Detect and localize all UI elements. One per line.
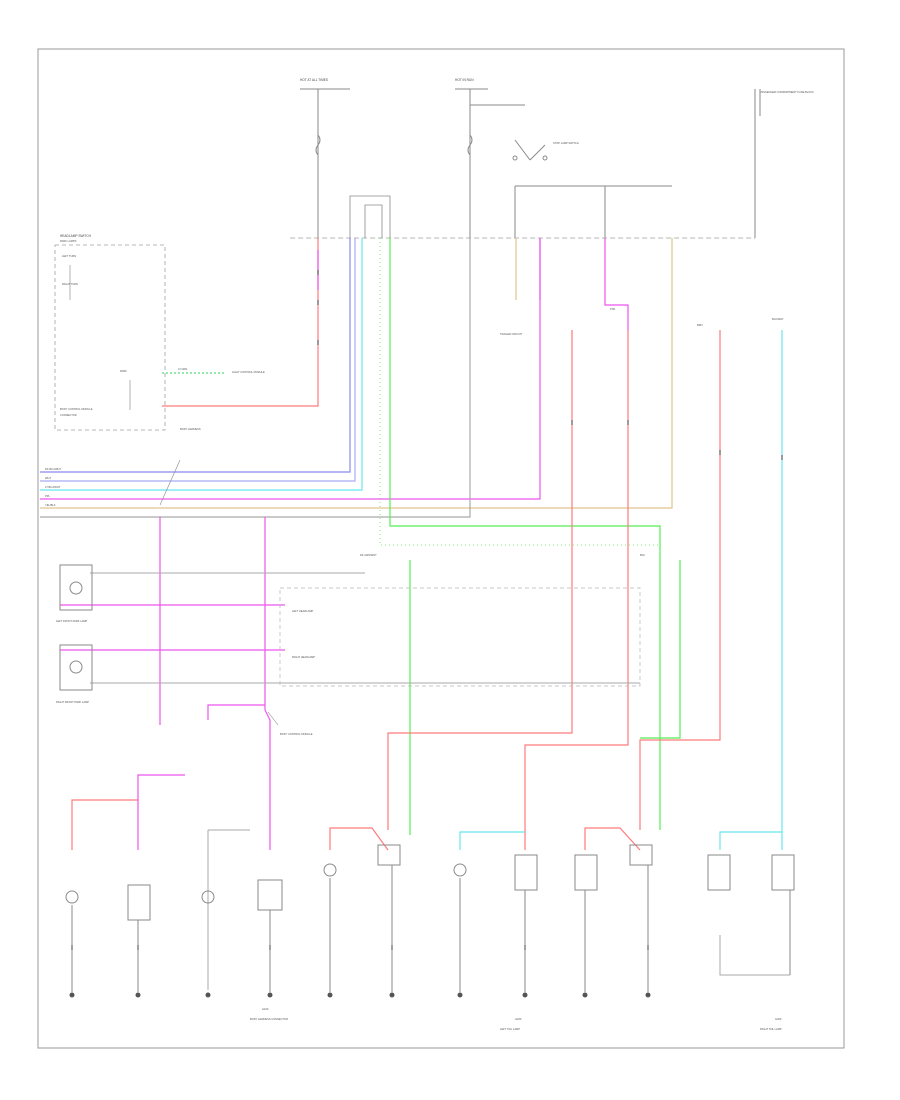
trailer-label: TRAILER CIRCUIT — [500, 332, 523, 336]
cyan-wire-2 — [719, 831, 782, 850]
pink-wires-top — [317, 238, 629, 330]
right-label-pnk: PNK — [610, 307, 616, 311]
left-front-park-lamp: LEFT FRONT PARK LAMP — [56, 564, 93, 623]
stop-lamp-switch-icon — [512, 139, 548, 161]
ground-label-g2: G200 — [515, 1017, 522, 1021]
box-item-1: LEFT TURN — [62, 254, 76, 258]
headlamp-switch-box: HEADLAMP SWITCH PARK LAMPS LEFT TURN RIG… — [54, 234, 166, 431]
gray-wires — [90, 572, 790, 990]
mid-label-1: DK GRN/WHT — [360, 553, 377, 557]
top-feed-wires — [300, 88, 761, 238]
fuse-icons — [315, 134, 473, 156]
ground-drops — [71, 865, 791, 992]
box-sub: PARK LAMPS — [60, 239, 77, 243]
green-wire-main — [389, 238, 661, 830]
box-item-5: CONNECTOR — [60, 413, 77, 417]
red-wire-7 — [584, 827, 641, 851]
left-ground-note: BODY HARNESS CONNECTOR — [250, 1017, 288, 1021]
pink-wires-lower — [60, 517, 285, 850]
lt-green-label: LT GRN — [178, 367, 187, 371]
box-title: HEADLAMP SWITCH — [60, 234, 92, 238]
loop-wire-2 — [364, 204, 383, 238]
light-module-label: LIGHT CONTROL MODULE — [232, 370, 265, 374]
top-fuse-labels: HOT AT ALL TIMES HOT IN RUN PASSENGER CO… — [300, 78, 814, 94]
red-wire-2 — [387, 330, 573, 830]
lower-note: BODY CONTROL MODULE — [280, 732, 313, 736]
bottom-note-2: RIGHT TAIL LAMP — [760, 1027, 782, 1031]
loop-wire — [349, 195, 391, 238]
wire-label-ppl: PPL — [45, 494, 50, 498]
box-item-3: PARK — [120, 369, 127, 373]
fuse-label-2: HOT IN RUN — [455, 78, 474, 82]
splice-leader — [159, 459, 181, 506]
ground-label-g3: G300 — [775, 1017, 782, 1021]
red-wire-6 — [329, 827, 389, 851]
wire-label-ylw: YEL/BLK — [45, 503, 56, 507]
stop-lamp-switch-label: STOP LAMP SWITCH — [553, 141, 579, 145]
red-wire-3 — [524, 330, 629, 850]
ground-label-g1: G100 — [262, 1007, 269, 1011]
mid-note-b: RIGHT HEADLAMP — [292, 655, 315, 659]
cyan-wire-3 — [459, 831, 525, 850]
box-item-4: BODY CONTROL MODULE — [60, 407, 93, 411]
ground-dots — [69, 992, 651, 998]
fuse-label-1: HOT AT ALL TIMES — [300, 78, 328, 82]
harness-labels: DK BLU/WHT WHT LT BLU/WHT PPL YEL/BLK — [45, 467, 61, 507]
left-lamp-a-label: LEFT FRONT PARK LAMP — [56, 619, 88, 623]
left-lamp-b-label: RIGHT FRONT PARK LAMP — [56, 700, 89, 704]
dashed-module-box — [279, 587, 641, 687]
red-wire-1 — [162, 238, 319, 407]
red-wire-5 — [71, 799, 138, 850]
right-note-top: PASSENGER COMPARTMENT FUSE BLOCK — [760, 90, 814, 94]
right-front-park-lamp: RIGHT FRONT PARK LAMP — [56, 644, 93, 704]
wire-tick-marks — [71, 270, 783, 950]
mid-label-2: BLK — [640, 553, 645, 557]
harness-wires — [40, 238, 673, 518]
wire-label-dk-blu: DK BLU/WHT — [45, 467, 61, 471]
red-wire-4 — [639, 330, 721, 830]
lower-lamps — [65, 844, 795, 921]
bottom-note-1: LEFT TAIL LAMP — [500, 1027, 520, 1031]
diagram-frame — [37, 48, 845, 1049]
splice-note: BODY HARNESS — [180, 427, 201, 431]
lower-leader — [267, 711, 279, 726]
wire-label-wht: WHT — [45, 476, 51, 480]
right-label-blu: BLU/WHT — [772, 317, 784, 321]
green-wire-4 — [640, 560, 681, 739]
mid-note-a: LEFT HEADLAMP — [292, 609, 314, 613]
wire-label-lt-blu: LT BLU/WHT — [45, 485, 61, 489]
right-label-brn-a: BRN — [697, 323, 703, 327]
